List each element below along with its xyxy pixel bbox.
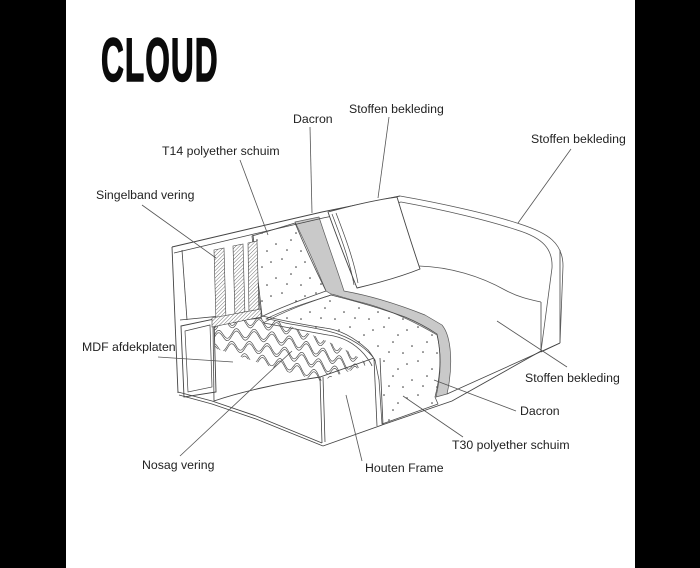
svg-text:Stoffen bekleding: Stoffen bekleding bbox=[349, 102, 444, 116]
svg-text:Stoffen bekleding: Stoffen bekleding bbox=[531, 132, 626, 146]
svg-text:Dacron: Dacron bbox=[293, 112, 333, 126]
svg-text:CLOUD: CLOUD bbox=[101, 27, 219, 95]
svg-text:Houten Frame: Houten Frame bbox=[365, 461, 444, 475]
svg-text:Singelband vering: Singelband vering bbox=[96, 188, 195, 202]
svg-text:Dacron: Dacron bbox=[520, 404, 560, 418]
svg-text:Nosag vering: Nosag vering bbox=[142, 458, 215, 472]
svg-text:MDF afdekplaten: MDF afdekplaten bbox=[82, 340, 176, 354]
svg-text:T30 polyether schuim: T30 polyether schuim bbox=[452, 438, 570, 452]
svg-text:Stoffen bekleding: Stoffen bekleding bbox=[525, 371, 620, 385]
svg-text:T14 polyether schuim: T14 polyether schuim bbox=[162, 144, 280, 158]
